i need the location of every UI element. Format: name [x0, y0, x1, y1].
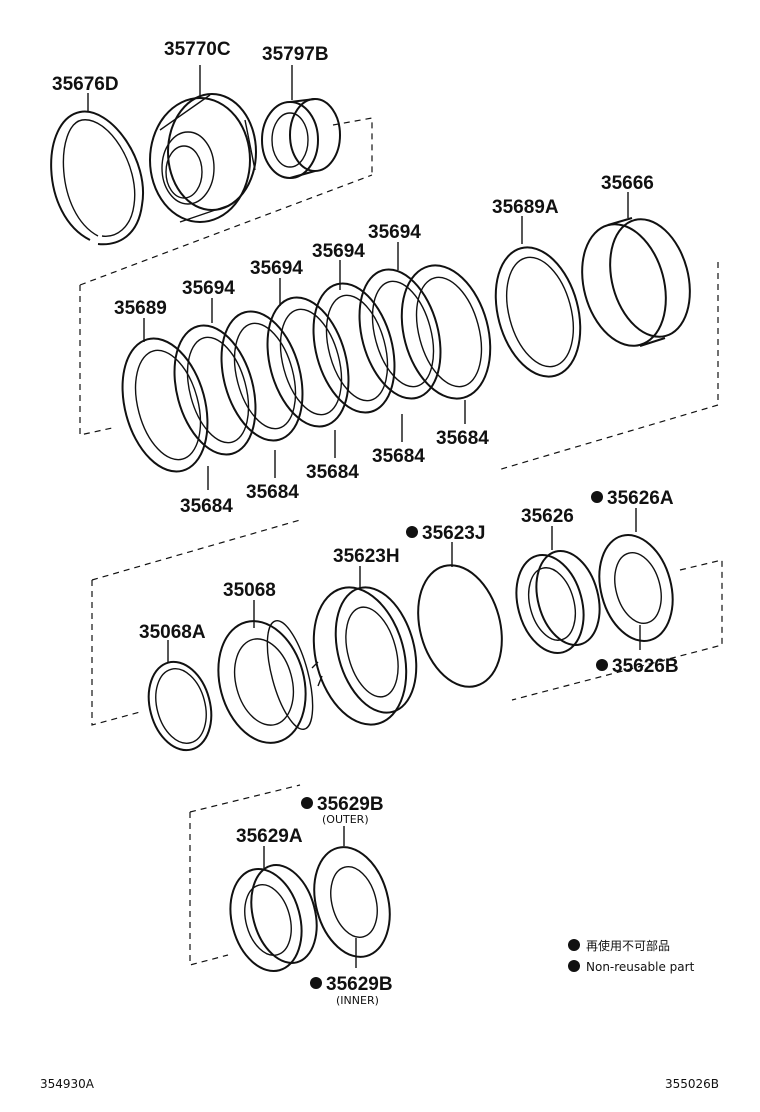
label-35694-2: 35694: [250, 258, 303, 279]
part-35676d-snap-ring: [50, 110, 145, 246]
label-35684-2: 35684: [246, 482, 299, 503]
label-35068a: 35068A: [139, 622, 206, 643]
group-outline-middle: [91, 519, 723, 726]
part-35797b-race: [261, 98, 341, 179]
label-35694-1: 35694: [182, 278, 235, 299]
group-outline-bottom: [189, 784, 301, 966]
part-35623j-o-ring: [417, 564, 503, 688]
non-reusable-marker-35626b: [596, 659, 608, 671]
part-35626-bearing: [515, 549, 601, 655]
label-35694-3: 35694: [312, 241, 365, 262]
label-35629b-outer: 35629B: [317, 794, 384, 815]
label-35666: 35666: [601, 173, 654, 194]
legend-text-en: Non-reusable part: [586, 960, 695, 974]
part-35623h-piston: [311, 586, 418, 726]
label-35684-3: 35684: [306, 462, 359, 483]
non-reusable-marker-35623j: [406, 526, 418, 538]
part-35629b-races: [313, 846, 391, 958]
label-outer-note: (OUTER): [322, 813, 369, 826]
label-inner-note: (INNER): [336, 994, 379, 1007]
label-35629a: 35629A: [236, 826, 303, 847]
label-35068: 35068: [223, 580, 276, 601]
label-35797b: 35797B: [262, 44, 329, 65]
legend: 再使用不可部品 Non-reusable part: [568, 938, 695, 974]
part-35068-return-spring: [217, 620, 314, 744]
label-35684-5: 35684: [436, 428, 489, 449]
part-35770c-one-way-clutch: [149, 93, 257, 223]
label-35676d: 35676D: [52, 74, 119, 95]
part-35689a-flange: [494, 246, 582, 378]
label-35626b: 35626B: [612, 656, 679, 677]
label-35623j: 35623J: [422, 523, 485, 544]
legend-marker-jp: [568, 939, 580, 951]
part-clutch-pack: [121, 264, 492, 473]
part-35629a-bearing: [229, 864, 318, 972]
label-35684-1: 35684: [180, 496, 233, 517]
part-35068a-snap-ring: [147, 660, 213, 752]
non-reusable-marker-35626a: [591, 491, 603, 503]
footer-code-left: 354930A: [40, 1077, 95, 1091]
label-35694-4: 35694: [368, 222, 421, 243]
non-reusable-marker-35629b-inner: [310, 977, 322, 989]
label-35626a: 35626A: [607, 488, 674, 509]
legend-marker-en: [568, 960, 580, 972]
group-outline-top: [79, 117, 719, 471]
label-35689: 35689: [114, 298, 167, 319]
label-35770c: 35770C: [164, 39, 231, 60]
part-35626a-35626b-races: [598, 534, 674, 642]
part-35666-drum: [581, 217, 691, 347]
label-35629b-inner: 35629B: [326, 974, 393, 995]
footer-code-right: 355026B: [665, 1077, 719, 1091]
non-reusable-marker-35629b-outer: [301, 797, 313, 809]
label-35689a: 35689A: [492, 197, 559, 218]
label-35684-4: 35684: [372, 446, 425, 467]
label-35623h: 35623H: [333, 546, 400, 567]
label-35626: 35626: [521, 506, 574, 527]
legend-text-jp: 再使用不可部品: [586, 938, 670, 953]
